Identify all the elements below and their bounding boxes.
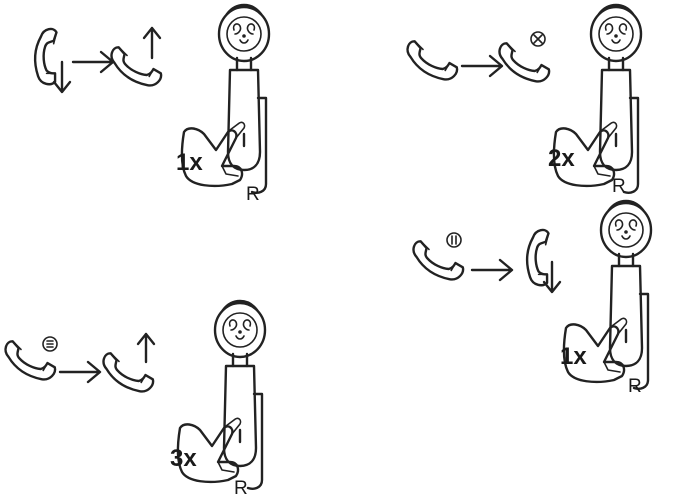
phone-up-icon (108, 37, 165, 95)
up-arrow-icon (142, 26, 162, 60)
step-redial: 3x R (2, 299, 267, 499)
phone-icon (404, 31, 461, 89)
down-arrow-icon (542, 260, 562, 294)
press-count-label: 3x (170, 445, 197, 472)
arrow-right-icon (58, 360, 102, 384)
redial-badge-icon (42, 336, 58, 352)
side-label: R (246, 184, 260, 205)
reject-x-badge-icon (530, 31, 546, 47)
arrow-right-icon (470, 258, 514, 282)
arrow-right-icon (71, 50, 115, 74)
phone-hangup-down-icon (16, 24, 82, 90)
phone-active-call-icon (410, 231, 467, 289)
phone-hangup-down-icon (508, 225, 574, 291)
press-count-label: 2x (548, 145, 575, 172)
side-label: R (612, 176, 626, 197)
side-label: R (628, 376, 642, 397)
step-end-call: 1x R (410, 199, 653, 397)
step-answer-call: 1x R (16, 3, 271, 205)
up-arrow-icon (136, 332, 156, 364)
side-label: R (234, 478, 248, 499)
down-arrow-icon (52, 60, 72, 94)
step-reject-call: 2x R (404, 3, 643, 197)
active-call-badge-icon (446, 232, 462, 248)
press-count-label: 1x (560, 343, 587, 370)
arrow-right-icon (460, 54, 504, 78)
press-count-label: 1x (176, 149, 203, 176)
